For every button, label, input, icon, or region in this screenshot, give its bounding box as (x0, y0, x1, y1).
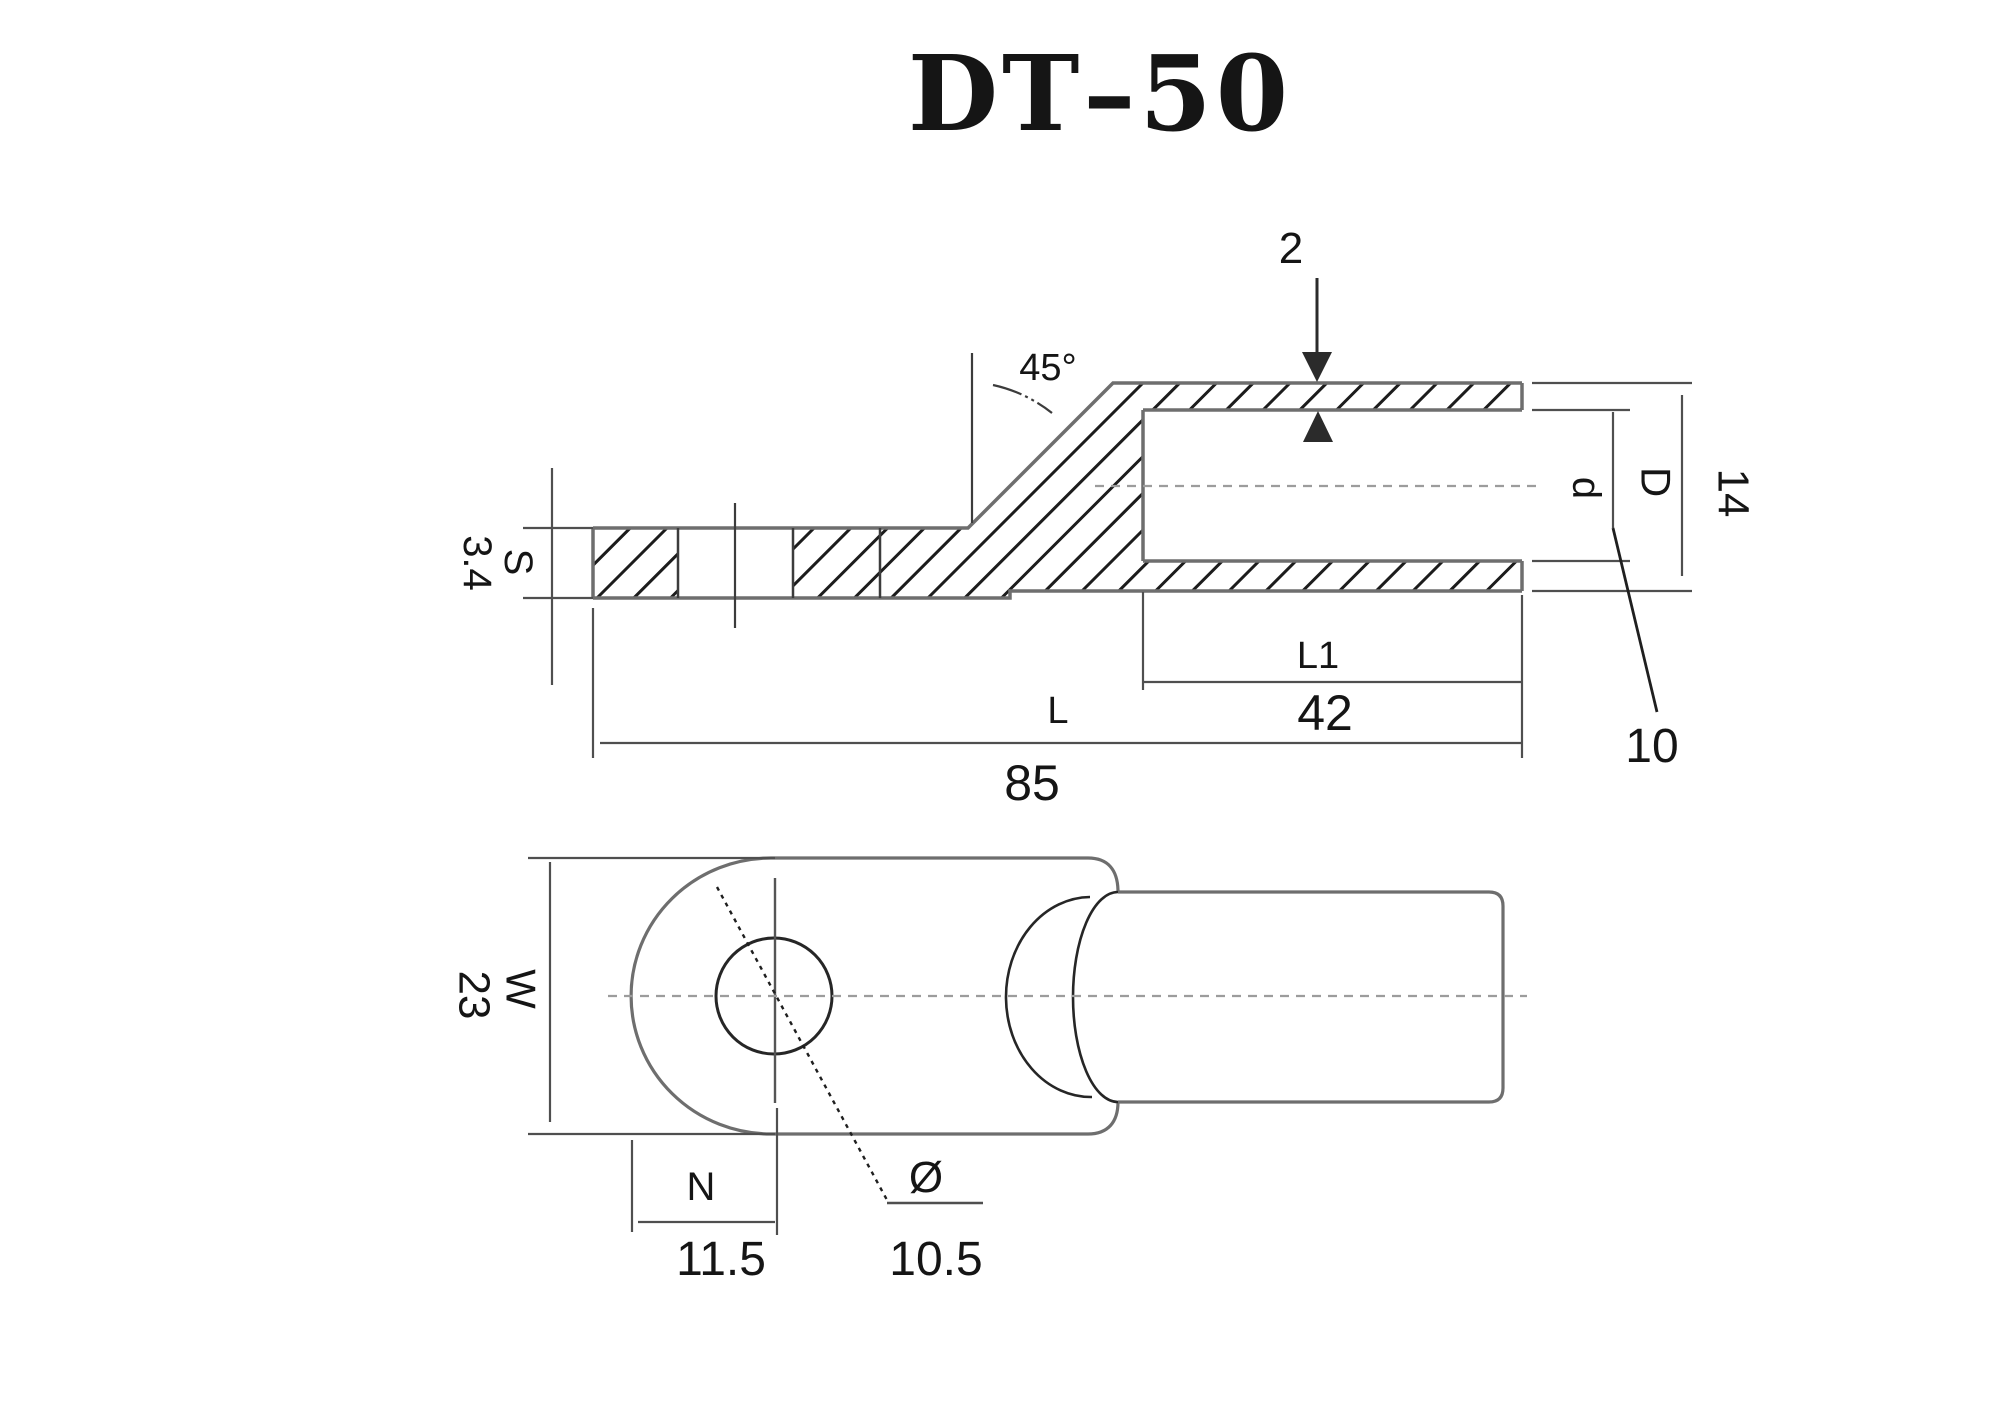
angle-arc (992, 383, 1053, 414)
page-title: DT–50 (908, 32, 1292, 155)
outer-dia-symbol: D (1633, 467, 1680, 497)
barrel-outline (1118, 890, 1505, 1104)
hole-offset-value: 11.5 (676, 1233, 766, 1286)
inner-dia-value: 10 (1625, 720, 1678, 773)
inner-dia-leader (1611, 527, 1659, 713)
inner-dia-symbol: d (1564, 477, 1608, 499)
angle-label: 45° (1019, 347, 1076, 389)
outer-dia-value: 14 (1709, 469, 1758, 518)
part-outline (591, 381, 1524, 600)
bore-length-value: 42 (1297, 685, 1353, 741)
overall-length-value: 85 (1004, 755, 1060, 811)
section-inner-lines (676, 528, 882, 598)
hole-dia-value: 10.5 (889, 1233, 982, 1286)
palm-width-value: 23 (450, 971, 499, 1020)
palm-left-cap (629, 856, 772, 1136)
palm-section-left-block (593, 528, 678, 598)
wall-arrow-down-icon (1302, 352, 1332, 382)
outline-top (593, 381, 1522, 530)
wall-arrow-up-icon (1303, 411, 1333, 442)
wall-thickness-label: 2 (1279, 224, 1303, 273)
crescent-outer-arc (1004, 895, 1093, 1099)
plan-view: 23 W N 11.5 Ø 10.5 (450, 856, 1527, 1286)
hole-offset-dimension (630, 1108, 779, 1235)
bore-length-symbol: L1 (1297, 635, 1339, 677)
palm-width-dimension (528, 856, 775, 1136)
palm-width-symbol: W (498, 969, 545, 1009)
palm-top-edge (771, 856, 1120, 893)
palm-bottom-edge (771, 1101, 1120, 1136)
palm-thickness-value: 3.4 (455, 535, 499, 591)
bore-length-dimension (1141, 592, 1524, 758)
hole-offset-symbol: N (687, 1165, 716, 1209)
outline-bottom (593, 589, 1522, 600)
hole-diameter-annotation: Ø 10.5 (715, 886, 983, 1286)
barrel-section-mass (793, 383, 1522, 598)
palm-thickness-symbol: S (496, 549, 540, 576)
diameter-dimensions (1532, 381, 1692, 593)
side-section-view: 45° 2 3.4 S L1 42 L 85 (455, 224, 1758, 811)
hole-dia-symbol: Ø (909, 1153, 943, 1202)
angle-annotation: 45° (970, 347, 1077, 523)
wall-thickness-annotation: 2 (1279, 224, 1333, 442)
overall-length-dimension (591, 608, 1522, 758)
palm-thickness-dimension (523, 468, 593, 685)
overall-length-symbol: L (1047, 690, 1068, 732)
section-hatching (593, 383, 1522, 598)
